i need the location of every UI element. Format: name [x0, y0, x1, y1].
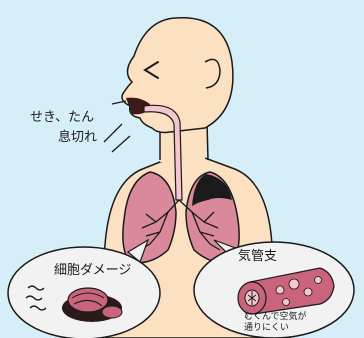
bronchus-note-line2: 通りにくい	[244, 322, 289, 333]
symptom-label-line2: 息切れ	[58, 129, 97, 145]
cell-damage-label: 細胞ダメージ	[54, 263, 131, 278]
symptom-label-line1: せき、たん	[30, 110, 94, 125]
neck-outline-right	[207, 122, 208, 160]
bronchus-label: 気管支	[238, 248, 277, 264]
bronchus-note-line1: むくんで空気が	[244, 310, 307, 322]
